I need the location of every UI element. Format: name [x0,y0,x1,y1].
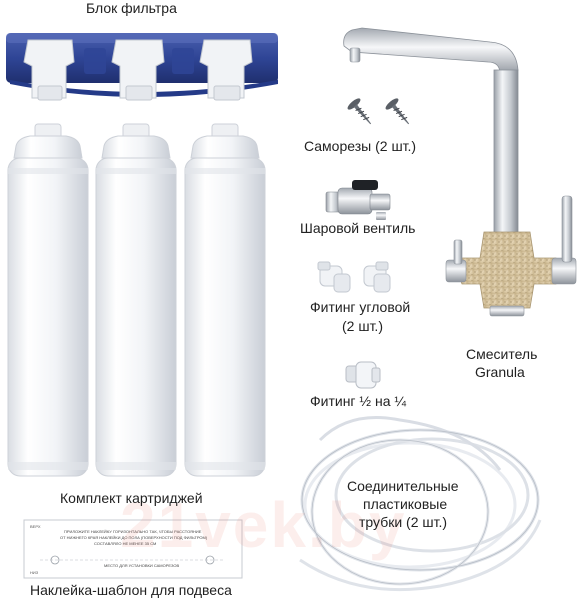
ball-valve [325,180,391,220]
sticker-instruction-2: ОТ НИЖНЕГО КРАЯ НАКЛЕЙКИ ДО ПОЛА (ПОВЕРХ… [60,535,208,540]
label-angle-fitting-1: Фитинг угловой [310,299,411,315]
label-mixer-2: Granula [475,364,525,380]
fitting-half-quarter [345,361,381,389]
label-tubes-3: трубки (2 шт.) [359,514,448,530]
label-mixer-1: Смеситель [466,346,538,362]
cartridge-2 [95,123,177,477]
label-cartridge-set: Комплект картриджей [60,490,203,506]
watermark: 21vek.by [120,489,407,561]
cartridge-3 [184,123,266,477]
sticker-corner-top: ВЕРХ [30,524,41,529]
label-tubes-2: пластиковые [363,496,448,512]
angle-fittings [317,261,391,293]
label-fitting-half-quarter: Фитинг ½ на ¼ [310,393,407,409]
label-filter-block: Блок фильтра [86,0,177,16]
mount-sticker [23,519,243,579]
sticker-instruction-3: СОСТАВЛЯЛО НЕ МЕНЕЕ 35 СМ [94,541,157,546]
mixer-tap [343,27,577,317]
label-angle-fitting-2: (2 шт.) [342,318,383,334]
sticker-hole-label: МЕСТО ДЛЯ УСТАНОВКИ САМОРЕЗОВ [104,563,180,568]
label-screws: Саморезы (2 шт.) [304,138,417,154]
label-mount-sticker: Наклейка-шаблон для подвеса [30,582,232,598]
label-tubes-1: Соединительные [347,478,459,494]
cartridge-1 [7,123,89,477]
label-ball-valve: Шаровой вентиль [300,220,416,236]
screws [347,98,410,125]
sticker-instruction-1: ПРИЛОЖИТЕ НАКЛЕЙКУ ГОРИЗОНТАЛЬНО ТАК, ЧТ… [64,529,202,534]
filter-block [6,33,278,101]
sticker-corner-bottom: НИЗ [30,570,39,575]
cartridge-set [7,123,266,477]
